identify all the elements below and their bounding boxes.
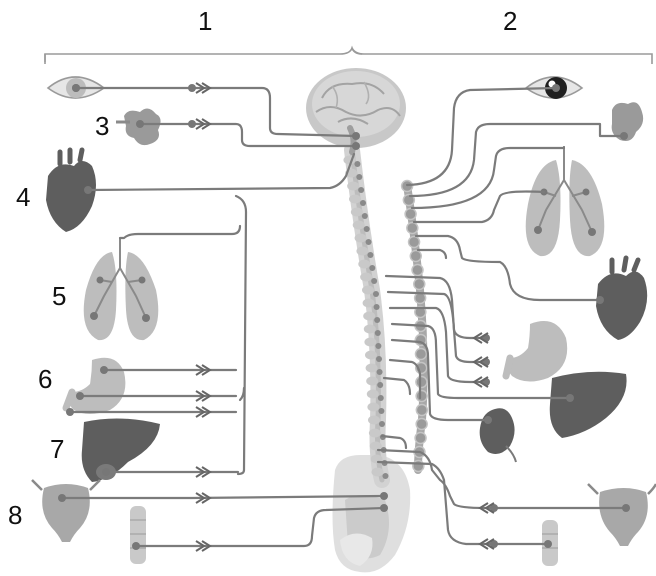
label-4: 4	[16, 182, 30, 212]
sympathetic-ganglion	[416, 391, 427, 402]
vertebra	[365, 351, 377, 360]
spinal-nerve-root	[378, 395, 384, 401]
sympathetic-ganglion	[413, 461, 424, 472]
spinal-nerve-root	[354, 161, 360, 167]
vertebra	[363, 312, 375, 321]
spinal-nerve-root	[373, 291, 379, 297]
sympathetic-ganglion	[414, 279, 425, 290]
vertebra	[360, 273, 372, 282]
vertebra	[358, 260, 370, 269]
sympathetic-ganglion	[416, 405, 427, 416]
spinal-nerve-root	[367, 252, 373, 258]
label-6: 6	[38, 364, 52, 394]
bladder-icon	[32, 480, 100, 542]
vertebra	[371, 468, 383, 477]
sympathetic-ganglion	[416, 419, 427, 430]
bracket-sympathetic	[352, 48, 652, 64]
spinal-nerve-root	[374, 304, 380, 310]
liver-icon	[550, 372, 627, 438]
spinal-nerve-root	[360, 200, 366, 206]
spinal-nerve-root	[375, 343, 381, 349]
vertebra	[368, 416, 380, 425]
label-7: 7	[50, 434, 64, 464]
stomach-icon	[66, 358, 125, 414]
vertebra	[369, 429, 381, 438]
kidney-icon	[480, 408, 516, 462]
vertebra	[349, 195, 361, 204]
label-2: 2	[503, 6, 517, 36]
bracket-parasympathetic	[45, 48, 362, 64]
sympathetic-pathways	[378, 84, 630, 549]
spinal-nerve-root	[358, 187, 364, 193]
spinal-nerve-root	[366, 239, 372, 245]
spinal-nerve-root	[377, 369, 383, 375]
label-5: 5	[52, 281, 66, 311]
vertebra	[367, 403, 379, 412]
spinal-nerve-root	[377, 382, 383, 388]
spinal-nerve-root	[374, 317, 380, 323]
spinal-nerve-root	[375, 330, 381, 336]
sympathetic-ganglion	[415, 433, 426, 444]
spinal-nerve-root	[379, 421, 385, 427]
lungs-icon	[84, 238, 159, 340]
vertebra	[366, 377, 378, 386]
spinal-nerve-root	[364, 226, 370, 232]
spinal-nerve-root	[356, 174, 362, 180]
spinal-nerve-root	[382, 473, 388, 479]
pelvis-icon	[333, 455, 411, 572]
vertebra	[364, 325, 376, 334]
lungs-icon	[526, 146, 605, 256]
spinal-nerve-root	[371, 278, 377, 284]
sympathetic-ganglion	[410, 251, 421, 262]
bladder-icon	[588, 484, 656, 546]
intestine-icon	[130, 506, 146, 564]
stomach-icon	[506, 321, 567, 381]
spinal-nerve-root	[376, 356, 382, 362]
vertebra	[363, 299, 375, 308]
spinal-nerve-root	[362, 213, 368, 219]
sympathetic-ganglion	[405, 209, 416, 220]
vertebra	[353, 221, 365, 230]
sympathetic-ganglion	[415, 349, 426, 360]
spinal-nerve-root	[378, 408, 384, 414]
vertebra	[356, 247, 368, 256]
sympathetic-ganglion	[409, 237, 420, 248]
spinal-nerve-root	[369, 265, 375, 271]
label-1: 1	[198, 6, 212, 36]
vertebra	[364, 338, 376, 347]
vertebra	[367, 390, 379, 399]
vertebra	[366, 364, 378, 373]
vertebra	[355, 234, 367, 243]
label-3: 3	[95, 111, 109, 141]
sympathetic-ganglion	[416, 377, 427, 388]
sympathetic-ganglion	[412, 265, 423, 276]
spinal-cord-icon	[343, 150, 388, 480]
sympathetic-ganglion	[407, 223, 418, 234]
vertebra	[347, 182, 359, 191]
vertebra	[351, 208, 363, 217]
vertebra	[362, 286, 374, 295]
label-8: 8	[8, 500, 22, 530]
